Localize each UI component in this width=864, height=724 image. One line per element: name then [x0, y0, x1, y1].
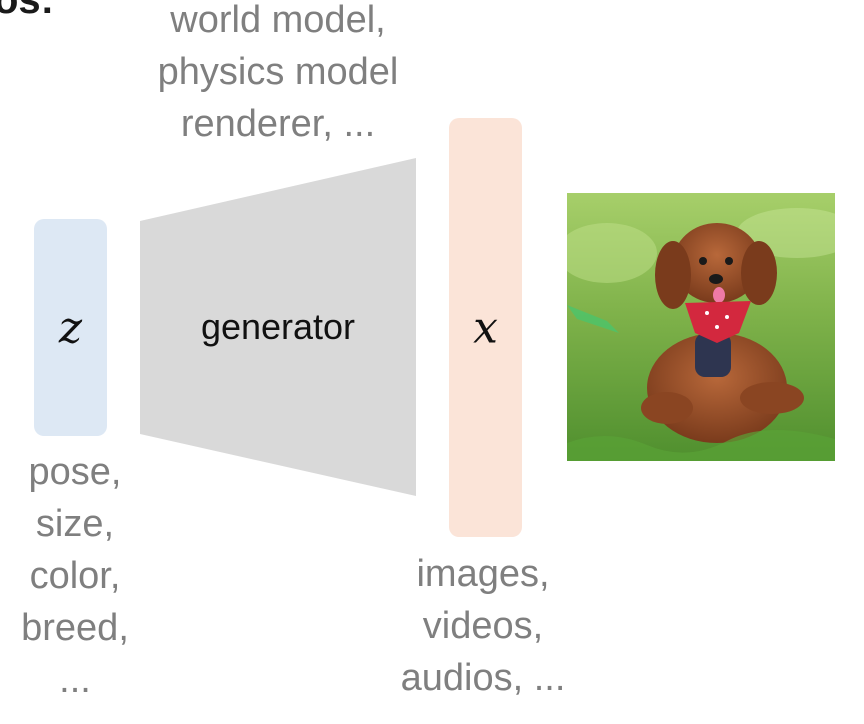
generator-label: generator — [200, 306, 356, 347]
latent-attribute-4: breed, — [21, 607, 129, 649]
output-x-symbol: x — [473, 302, 498, 353]
latent-attribute-3: color, — [29, 555, 121, 597]
generator-example-3: renderer, ... — [180, 103, 376, 145]
generator-examples: world model, physics model renderer, ... — [130, 0, 426, 150]
latent-attribute-1: pose, — [28, 451, 122, 493]
generator-example-1: world model, — [170, 0, 386, 41]
output-type-2: videos, — [422, 605, 544, 647]
output-type-3: audios, ... — [400, 657, 566, 699]
latent-attributes: pose, size, color, breed, ... — [0, 446, 150, 706]
output-type-1: images, — [416, 553, 550, 595]
output-types: images, videos, audios, ... — [378, 548, 588, 704]
heading-fragment: os: — [0, 0, 54, 22]
generator-example-2: physics model — [157, 51, 399, 93]
output-x-box: x — [449, 118, 522, 537]
latent-z-symbol: z — [58, 302, 83, 353]
latent-attribute-2: size, — [35, 503, 115, 545]
dog-photo — [567, 193, 835, 461]
latent-attribute-5: ... — [59, 659, 91, 701]
generator-shape — [140, 158, 416, 496]
latent-z-box: z — [34, 219, 107, 436]
